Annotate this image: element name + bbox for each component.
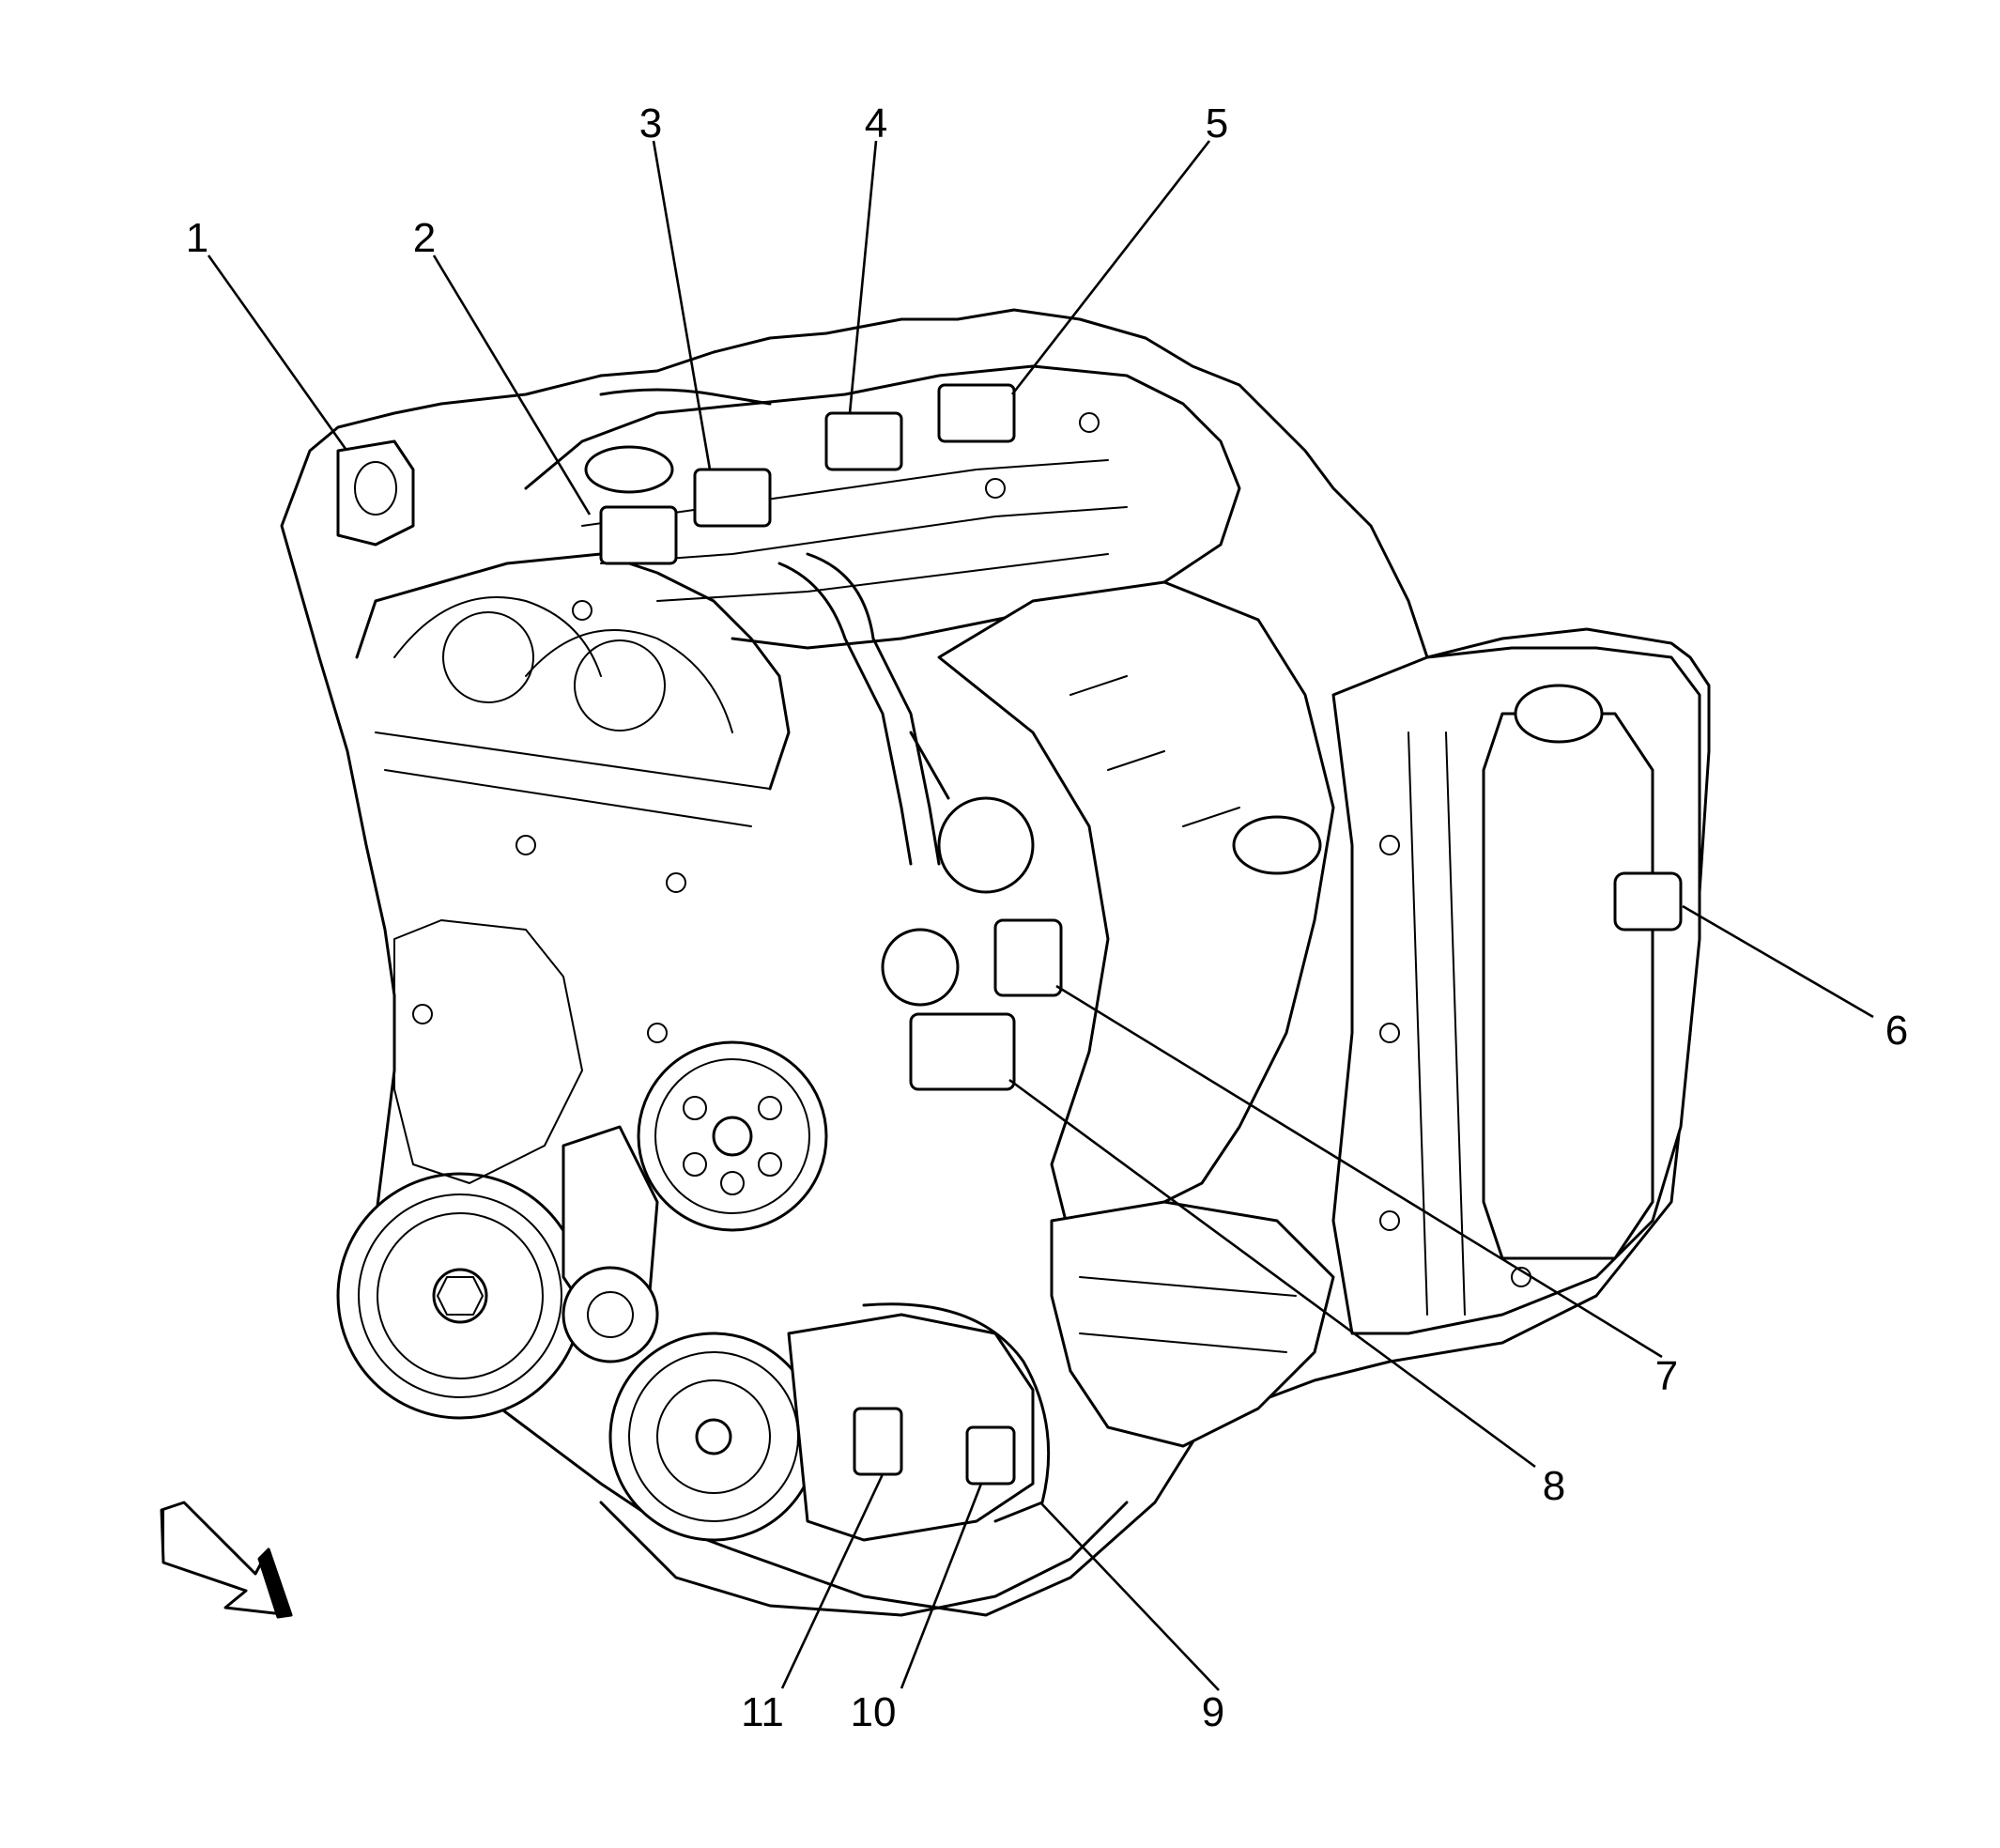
callout-3: 3 (639, 100, 662, 146)
leader-5 (1010, 140, 1211, 395)
transaxle-connector (1613, 871, 1683, 932)
water-pump-pulley (637, 1040, 828, 1232)
callout-10: 10 (851, 1689, 897, 1735)
pcv-hose (777, 562, 913, 866)
leader-1 (207, 254, 347, 450)
leader-8 (1008, 1078, 1536, 1469)
leader-3 (652, 140, 712, 470)
transaxle-side-cover (1482, 712, 1654, 1260)
oil-pan (599, 1501, 1129, 1617)
leader-9 (1039, 1502, 1220, 1691)
timing-cover (393, 919, 583, 1184)
callout-8: 8 (1543, 1463, 1565, 1509)
catalytic-converter (1050, 1200, 1335, 1448)
callout-4: 4 (865, 100, 887, 146)
front-direction-arrow-icon (160, 1501, 293, 1619)
leader-7 (1055, 984, 1663, 1359)
hose-clip (909, 731, 950, 800)
ac-pressure-sensor (965, 1425, 1016, 1486)
callout-6: 6 (1885, 1008, 1908, 1054)
leader-11 (780, 1473, 885, 1689)
intake-upper (524, 364, 1241, 650)
heat-shield-ribs (1069, 675, 1240, 827)
sensor-connector-8 (909, 1012, 1016, 1091)
ignition-coil-3 (937, 383, 1016, 443)
converter-ribs (1079, 1276, 1297, 1353)
heat-shield-bolt-boss (1232, 815, 1322, 875)
callout-7: 7 (1655, 1353, 1678, 1399)
cam-cover (355, 552, 791, 791)
leader-6 (1682, 904, 1874, 1019)
callout-5: 5 (1206, 100, 1228, 146)
callout-numbers: 1 2 3 4 5 6 7 8 9 10 11 (186, 100, 1908, 1735)
engine-assembly-drawing (280, 308, 1711, 1617)
ac-harness (862, 1302, 1051, 1523)
cam-cap-right (574, 639, 666, 732)
throttle-sensor (881, 928, 960, 1007)
transaxle-fill-cap (1514, 684, 1604, 744)
oil-filler-cap (584, 445, 674, 494)
pcv-hose-outer (806, 552, 941, 866)
cam-cover-ribs (375, 596, 771, 827)
leader-lines (207, 140, 1874, 1691)
cam-cap-left (442, 611, 534, 703)
ac-compressor-pulley (608, 1332, 819, 1542)
ac-compressor-connector (853, 1407, 903, 1476)
leader-4 (848, 140, 878, 414)
purge-solenoid (336, 439, 415, 547)
belt-tensioner (562, 1125, 659, 1363)
callout-2: 2 (413, 215, 436, 261)
canister-vent (937, 796, 1035, 894)
transaxle-flange (1408, 732, 1466, 1316)
ignition-coil-2 (824, 411, 903, 471)
ignition-coil-4 (599, 505, 678, 565)
exhaust-heat-shield (937, 580, 1335, 1241)
callout-9: 9 (1202, 1689, 1224, 1735)
crankshaft-pulley (336, 1172, 584, 1420)
callout-1: 1 (186, 215, 208, 261)
sensor-connector-7 (993, 918, 1063, 997)
ignition-coil-1 (693, 468, 772, 528)
purge-solenoid-body (354, 461, 397, 516)
leader-10 (900, 1483, 983, 1689)
top-hose (599, 388, 772, 406)
leader-2 (432, 254, 592, 516)
callout-11: 11 (741, 1689, 784, 1735)
